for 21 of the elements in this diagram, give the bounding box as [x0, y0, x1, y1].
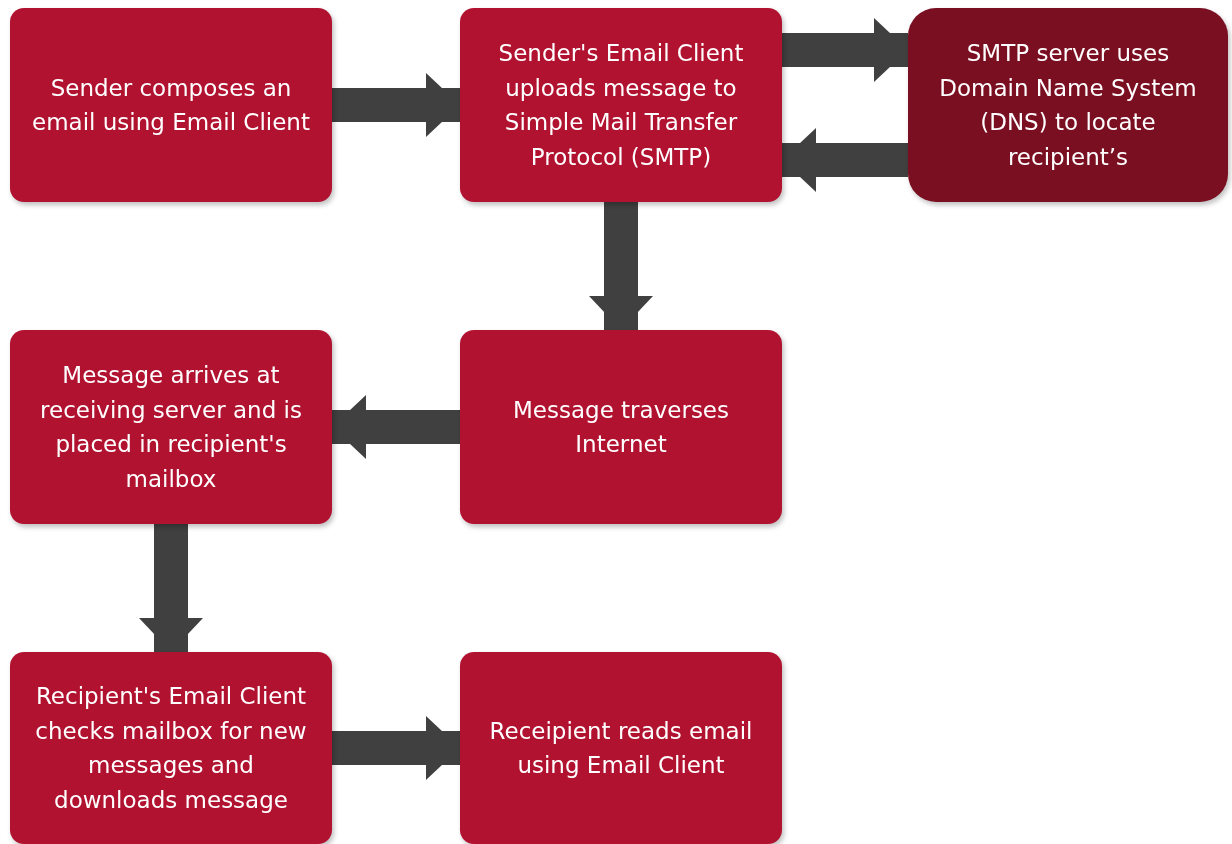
box-text: Message arrives at receiving server and is placed in recipient's mailbox [39, 361, 303, 494]
block-arrow [332, 395, 460, 459]
block-arrow [782, 128, 908, 192]
box-text: Receipient reads email using Email Client [488, 716, 754, 780]
process-box [908, 8, 1228, 202]
process-box [460, 8, 782, 202]
block-arrow [139, 524, 203, 652]
box-text: Sender composes an email using Email Client [32, 73, 310, 137]
block-arrow [589, 202, 653, 330]
block-arrow [782, 18, 908, 82]
process-box [10, 652, 332, 844]
process-box [10, 330, 332, 524]
block-arrow [332, 73, 460, 137]
box-text: Recipient's Email Client checks mailbox for new messages and downloads message [34, 682, 308, 815]
process-box [10, 8, 332, 202]
box-text: Message traverses Internet [512, 395, 730, 459]
process-box [460, 330, 782, 524]
block-arrow [332, 716, 460, 780]
box-text: Sender's Email Client uploads message to Simple Mail Transfer Protocol (SMTP) [497, 39, 745, 172]
process-box [460, 652, 782, 844]
box-text: SMTP server uses Domain Name System (DNS) to locate recipient’s [938, 39, 1198, 172]
